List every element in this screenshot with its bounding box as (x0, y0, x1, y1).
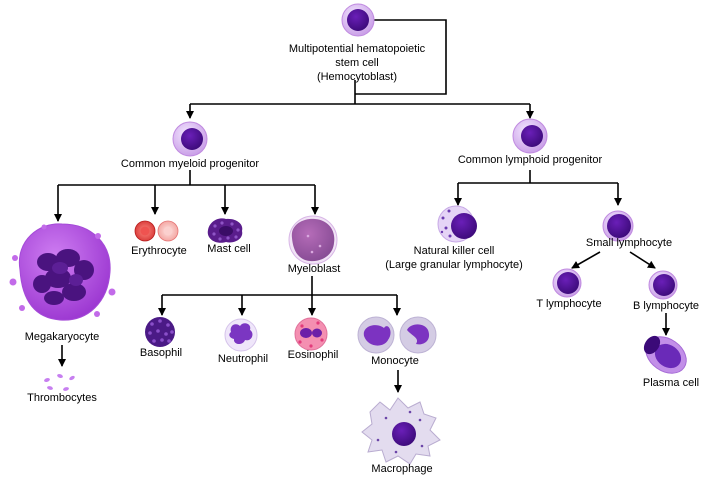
macrophage-icon (361, 397, 441, 465)
myeloblast-icon (288, 215, 338, 265)
myeloid-progenitor-icon (172, 121, 208, 157)
erythrocyte-label: Erythrocyte (131, 245, 187, 257)
t-lymphocyte-label: T lymphocyte (536, 298, 601, 310)
myeloid-progenitor-label: Common myeloid progenitor (121, 158, 260, 170)
neutrophil-label: Neutrophil (218, 353, 268, 365)
stem-cell-icon (341, 3, 375, 37)
basophil-label: Basophil (140, 347, 182, 359)
eosinophil-icon (294, 317, 328, 351)
eosinophil-label: Eosinophil (288, 349, 339, 361)
megakaryocyte-icon (9, 223, 116, 321)
macrophage-label: Macrophage (371, 463, 432, 475)
myeloblast-label: Myeloblast (288, 263, 341, 275)
monocyte-icon (357, 316, 437, 354)
connector-lines (54, 19, 670, 393)
erythrocyte-icon (134, 220, 179, 242)
small-lymphocyte-label: Small lymphocyte (586, 237, 672, 249)
t-lymphocyte-icon (552, 268, 582, 298)
small-lymphocyte-icon (602, 210, 634, 242)
b-lymphocyte-label: B lymphocyte (633, 300, 699, 312)
megakaryocyte-label: Megakaryocyte (25, 331, 100, 343)
plasma-cell-icon (643, 335, 687, 374)
labels: Multipotential hematopoietic stem cell (… (25, 43, 699, 475)
natural-killer-label-line2: (Large granular lymphocyte) (385, 259, 523, 271)
natural-killer-cell-icon (437, 205, 477, 243)
plasma-cell-label: Plasma cell (643, 377, 699, 389)
stem-cell-label-line1: Multipotential hematopoietic (289, 43, 426, 55)
mast-cell-label: Mast cell (207, 243, 250, 255)
monocyte-label: Monocyte (371, 355, 419, 367)
lymphoid-progenitor-icon (512, 118, 548, 154)
neutrophil-icon (224, 318, 258, 352)
thrombocytes-icon (44, 374, 75, 391)
mast-cell-icon (207, 218, 243, 243)
basophil-icon (145, 317, 175, 347)
lymphoid-progenitor-label: Common lymphoid progenitor (458, 154, 603, 166)
b-lymphocyte-icon (648, 270, 678, 300)
stem-cell-label-line3: (Hemocytoblast) (317, 71, 397, 83)
stem-cell-label-line2: stem cell (335, 57, 378, 69)
thrombocytes-label: Thrombocytes (27, 392, 97, 404)
natural-killer-label-line1: Natural killer cell (414, 245, 495, 257)
